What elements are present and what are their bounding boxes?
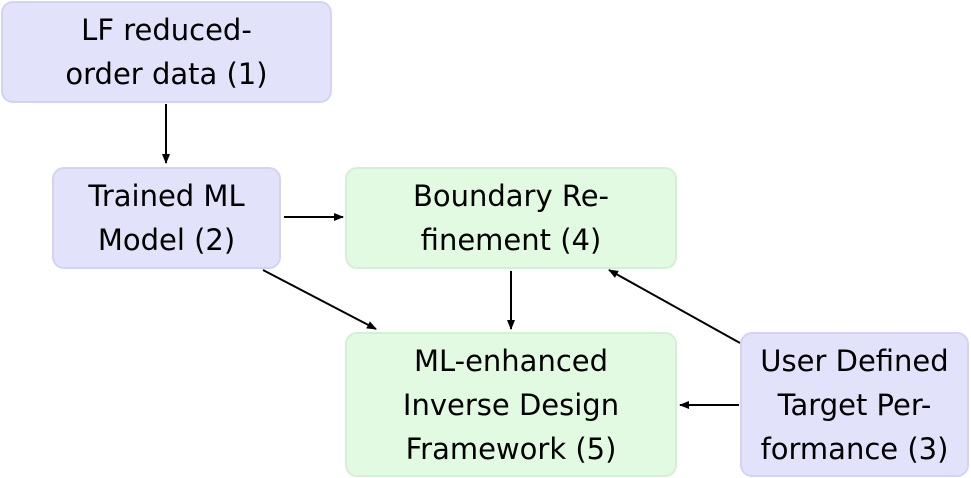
edge-target-performance-to-boundary-refinement — [608, 269, 741, 344]
node-ml-enhanced-inverse-design: ML-enhanced Inverse Design Framework (5) — [345, 332, 677, 477]
edge-trained-model-to-inverse-design — [262, 269, 377, 330]
node-lf-reduced-order-data: LF reduced- order data (1) — [1, 1, 332, 103]
node-label-line: Model (2) — [97, 223, 236, 257]
node-label-line: finement (4) — [420, 223, 602, 257]
node-label-line: User Defined — [760, 343, 949, 378]
node-label-line: Inverse Design — [402, 387, 620, 422]
node-label-line: Framework (5) — [405, 431, 617, 466]
node-label-line: ML-enhanced — [413, 343, 609, 378]
node-label-line: formance (3) — [760, 431, 949, 466]
node-trained-ml-model: Trained ML Model (2) — [52, 167, 281, 269]
node-label-line: Target Per- — [777, 387, 932, 422]
node-label-line: LF reduced- — [81, 13, 252, 47]
node-label-line: Trained ML — [88, 179, 245, 213]
node-label-line: order data (1) — [65, 57, 268, 91]
node-boundary-refinement: Boundary Re- finement (4) — [345, 167, 677, 269]
node-label-line: Boundary Re- — [412, 179, 610, 213]
node-user-defined-target-performance: User Defined Target Per- formance (3) — [740, 332, 969, 477]
